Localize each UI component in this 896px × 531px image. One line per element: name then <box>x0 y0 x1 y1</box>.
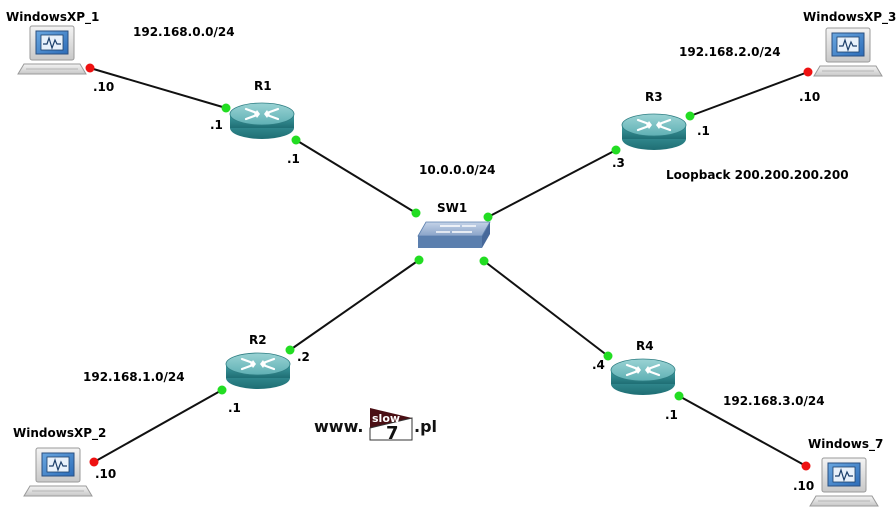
port-r2-lan <box>217 385 227 395</box>
label-windowsxp-2: WindowsXP_2 <box>13 426 107 440</box>
label-r1: R1 <box>254 79 272 93</box>
label-sw1: SW1 <box>437 201 468 215</box>
port-xp2 <box>89 457 99 467</box>
logo-suffix: .pl <box>414 417 438 436</box>
iface-xp1: .10 <box>93 80 115 94</box>
router-r3[interactable] <box>620 112 688 152</box>
port-r4-lan <box>674 391 684 401</box>
router-r4[interactable] <box>609 357 677 397</box>
port-r3-core <box>611 145 621 155</box>
port-r2-core <box>285 345 295 355</box>
logo-number: 7 <box>386 423 399 444</box>
slow7-logo[interactable]: www. slow 7 .pl <box>314 408 444 444</box>
port-xp1 <box>85 63 95 73</box>
port-r1-core <box>291 135 301 145</box>
link-r4-win7 <box>678 395 807 467</box>
router-r2[interactable] <box>224 351 292 391</box>
port-sw1-1 <box>411 208 421 218</box>
logo-flag-icon: slow 7 <box>369 408 413 444</box>
port-r4-core <box>603 351 613 361</box>
network-label-192-168-1: 192.168.1.0/24 <box>83 370 185 384</box>
router-r1[interactable] <box>228 101 296 141</box>
link-r1-sw1 <box>295 139 417 214</box>
switch-sw1[interactable] <box>417 221 491 248</box>
link-r2-xp2 <box>93 389 223 463</box>
link-sw1-r4 <box>483 260 609 357</box>
port-sw1-3 <box>414 255 424 265</box>
label-r2: R2 <box>249 333 267 347</box>
logo-prefix: www. <box>314 417 364 436</box>
port-sw1-2 <box>483 212 493 222</box>
label-r4: R4 <box>636 339 654 353</box>
network-label-192-168-3: 192.168.3.0/24 <box>723 394 825 408</box>
loopback-label: Loopback 200.200.200.200 <box>666 168 849 182</box>
label-windowsxp-1: WindowsXP_1 <box>6 10 100 24</box>
label-r3: R3 <box>645 90 663 104</box>
port-xp3 <box>803 67 813 77</box>
pc-windowsxp-1[interactable] <box>17 25 87 75</box>
iface-r1-core: .1 <box>287 152 300 166</box>
label-windowsxp-3: WindowsXP_3 <box>803 10 896 24</box>
iface-r1-lan: .1 <box>210 118 223 132</box>
port-r3-lan <box>685 111 695 121</box>
iface-r2-core: .2 <box>297 350 310 364</box>
link-sw1-r2 <box>289 259 420 351</box>
iface-r4-core: .4 <box>592 358 605 372</box>
network-label-core: 10.0.0.0/24 <box>419 163 496 177</box>
link-xp3-r3 <box>689 71 809 117</box>
iface-xp3: .10 <box>799 90 821 104</box>
label-windows-7: Windows_7 <box>808 437 884 451</box>
iface-win7: .10 <box>793 479 815 493</box>
network-label-192-168-0: 192.168.0.0/24 <box>133 25 235 39</box>
pc-windowsxp-3[interactable] <box>813 27 883 77</box>
link-r3-sw1 <box>487 149 617 218</box>
logo-word: slow <box>372 412 400 425</box>
port-sw1-4 <box>479 256 489 266</box>
iface-r2-lan: .1 <box>228 401 241 415</box>
iface-xp2: .10 <box>95 467 117 481</box>
iface-r4-lan: .1 <box>665 408 678 422</box>
iface-r3-lan: .1 <box>697 124 710 138</box>
pc-windows-7[interactable] <box>809 457 879 507</box>
port-win7 <box>801 461 811 471</box>
network-label-192-168-2: 192.168.2.0/24 <box>679 45 781 59</box>
link-xp1-r1 <box>89 67 227 109</box>
port-r1-lan <box>221 103 231 113</box>
iface-r3-core: .3 <box>612 156 625 170</box>
pc-windowsxp-2[interactable] <box>23 447 93 497</box>
